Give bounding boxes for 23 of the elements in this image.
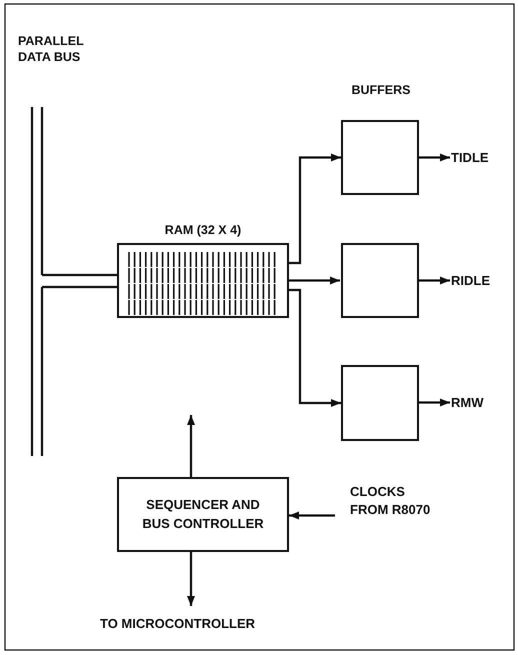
arrow bbox=[419, 398, 450, 406]
buffer-block bbox=[341, 365, 419, 441]
buffer-block bbox=[341, 120, 419, 195]
arrow bbox=[289, 154, 341, 264]
signal-label: RIDLE bbox=[451, 272, 511, 289]
signal-label: TO MICROCONTROLLER bbox=[100, 615, 310, 632]
signal-label: CLOCKS FROM R8070 bbox=[350, 483, 440, 535]
buffer-block bbox=[341, 243, 419, 318]
arrow bbox=[289, 512, 335, 520]
bus-connection bbox=[40, 274, 118, 288]
block-label: SEQUENCER AND BUS CONTROLLER bbox=[141, 496, 265, 532]
arrow bbox=[289, 288, 341, 407]
signal-label: TIDLE bbox=[451, 149, 511, 166]
arrow bbox=[187, 552, 195, 606]
bus-title: PARALLEL DATA BUS bbox=[18, 33, 85, 66]
arrow bbox=[419, 154, 450, 162]
signal-label: RMW bbox=[451, 394, 511, 411]
controller-block bbox=[117, 477, 289, 552]
arrow bbox=[289, 276, 340, 284]
arrow bbox=[419, 276, 450, 284]
block-title: RAM (32 X 4) bbox=[164, 222, 242, 238]
group-label: BUFFERS bbox=[350, 82, 412, 98]
arrow bbox=[187, 415, 195, 477]
